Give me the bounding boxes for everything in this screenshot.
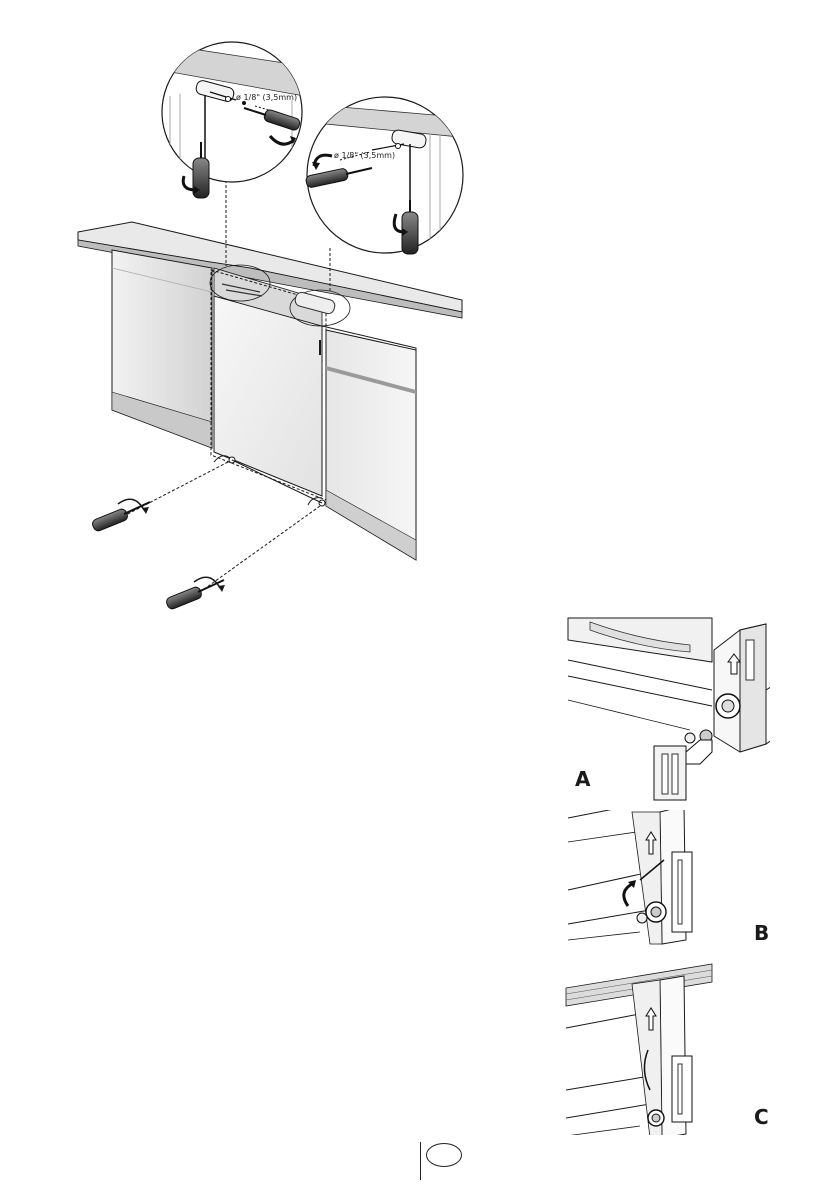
panel-letter-a: A [575, 767, 591, 791]
mounting-detail-right: ø 1/8" (3,5mm) [305, 97, 470, 260]
detail-panel-a: A [568, 618, 830, 800]
screwdriver-icon [165, 577, 225, 610]
panel-letter-c: C [754, 1105, 769, 1129]
mounting-detail-left: ø 1/8" (3,5mm) [160, 42, 304, 198]
screwdriver-icon [91, 499, 150, 532]
detail-panel-b: B [568, 800, 769, 945]
dishwasher-door [214, 296, 322, 496]
panel-letter-b: B [754, 921, 769, 945]
footer-divider [420, 1142, 421, 1180]
diameter-label: ø 1/8" (3,5mm) [334, 151, 395, 160]
detail-panel-c: C [566, 964, 769, 1138]
language-badge [426, 1143, 462, 1167]
diameter-label: ø 1/8" (3,5mm) [236, 93, 297, 102]
